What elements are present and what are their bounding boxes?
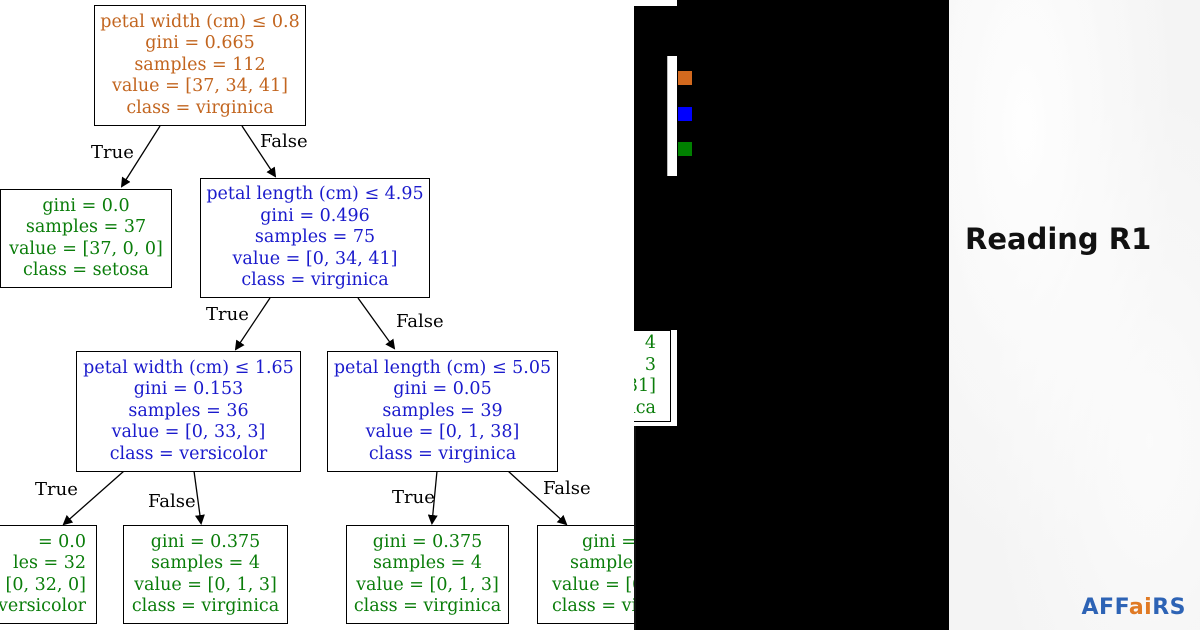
node-class: class = versicolor xyxy=(109,443,268,464)
logo-part-1: AFF xyxy=(1081,595,1129,620)
node-value: value = [0, 1, 38] xyxy=(365,422,520,443)
legend-swatch-blue xyxy=(678,107,692,121)
overlay-top-strip xyxy=(634,0,677,6)
tree-leaf-virginica-a: gini = 0.375 samples = 4 value = [0, 1, … xyxy=(123,525,288,624)
title-panel: Reading R1 AFFaiRS xyxy=(949,0,1200,630)
root-class: class = virginica xyxy=(126,97,274,118)
edge-root-false xyxy=(241,125,277,178)
fragment-line: 31] xyxy=(634,376,656,396)
leaf-samples: samples = 4 xyxy=(150,553,261,573)
edge-505-false xyxy=(507,470,568,526)
edge-label-505-false: False xyxy=(543,478,591,499)
tree-node-petal-length-5-05: petal length (cm) ≤ 5.05 gini = 0.05 sam… xyxy=(327,351,558,472)
logo-part-3: RS xyxy=(1152,595,1186,620)
leaf-value: [0, 32, 0] xyxy=(5,574,86,595)
tree-node-petal-length-4-95: petal length (cm) ≤ 4.95 gini = 0.496 sa… xyxy=(200,178,430,298)
leaf-value: value = [0, 1, 3] xyxy=(356,574,499,595)
edge-165-false xyxy=(193,470,205,525)
root-samples: samples = 112 xyxy=(134,54,266,75)
leaf-gini: gini = 0.375 xyxy=(150,531,261,552)
edge-label-root-true: True xyxy=(91,142,134,163)
edge-root-true xyxy=(120,125,161,188)
node-samples: samples = 36 xyxy=(128,400,249,421)
edge-505-true xyxy=(427,470,438,525)
overlay-divider xyxy=(634,426,636,630)
legend-swatch-green xyxy=(678,142,692,156)
tree-node-root: petal width (cm) ≤ 0.8 gini = 0.665 samp… xyxy=(94,5,306,126)
fragment-node-box: 4 3 31] ica xyxy=(634,330,671,422)
fragment-line: 3 xyxy=(644,354,656,375)
node-class: class = virginica xyxy=(241,270,389,291)
leaf-gini: gini = 0.0 xyxy=(42,195,130,216)
decision-tree-panel: petal width (cm) ≤ 0.8 gini = 0.665 samp… xyxy=(0,5,634,624)
leaf-gini: gini = xyxy=(582,531,634,552)
root-split-label: petal width (cm) ≤ 0.8 xyxy=(100,11,300,32)
node-value: value = [0, 34, 41] xyxy=(232,248,398,269)
tree-leaf-setosa: gini = 0.0 samples = 37 value = [37, 0, … xyxy=(0,189,172,288)
tree-leaf-versicolor: = 0.0 les = 32 [0, 32, 0] versicolor xyxy=(0,525,97,624)
logo-part-2: ai xyxy=(1128,595,1153,620)
fragment-line: 4 xyxy=(644,333,656,353)
edge-label-root-false: False xyxy=(260,131,308,152)
leaf-value: value = [0, 1, 3] xyxy=(134,574,277,595)
affairs-logo: AFFaiRS xyxy=(1082,595,1186,620)
leaf-gini: = 0.0 xyxy=(37,531,86,552)
leaf-class: class = virginica xyxy=(131,596,280,616)
edge-495-false xyxy=(357,297,396,350)
leaf-value: value = [37, 0, 0] xyxy=(9,238,163,259)
node-gini: gini = 0.05 xyxy=(393,379,492,400)
leaf-class: class = setosa xyxy=(23,260,149,280)
leaf-class: versicolor xyxy=(0,596,86,616)
black-panel: 4 3 31] ica xyxy=(634,0,949,630)
leaf-class: class = vi xyxy=(552,596,634,616)
overlay-node-fragment: 4 3 31] ica xyxy=(634,330,677,426)
root-gini: gini = 0.665 xyxy=(145,33,255,54)
edge-label-495-true: True xyxy=(206,304,249,325)
node-value: value = [0, 33, 3] xyxy=(111,422,266,443)
node-split-label: petal length (cm) ≤ 4.95 xyxy=(206,184,424,205)
node-split-label: petal width (cm) ≤ 1.65 xyxy=(83,357,294,378)
leaf-samples: samples = 4 xyxy=(372,553,483,573)
edge-label-505-true: True xyxy=(392,487,435,508)
tree-node-petal-width-1-65: petal width (cm) ≤ 1.65 gini = 0.153 sam… xyxy=(76,351,301,472)
node-gini: gini = 0.153 xyxy=(133,379,244,400)
legend-swatch-orange xyxy=(678,71,692,85)
leaf-samples: les = 32 xyxy=(13,553,86,573)
node-samples: samples = 39 xyxy=(382,400,503,421)
fragment-line: ica xyxy=(634,397,656,418)
tree-leaf-virginica-c: gini = samples value = [0 class = vi xyxy=(537,525,634,624)
leaf-samples: samples = 37 xyxy=(25,217,147,237)
tree-leaf-virginica-b: gini = 0.375 samples = 4 value = [0, 1, … xyxy=(346,525,509,624)
edge-label-165-true: True xyxy=(35,479,78,500)
leaf-class: class = virginica xyxy=(353,596,502,616)
node-samples: samples = 75 xyxy=(254,227,376,248)
background-decor xyxy=(949,0,1200,630)
leaf-value: value = [0 xyxy=(552,574,634,595)
node-gini: gini = 0.496 xyxy=(260,205,370,226)
tree-edges xyxy=(62,125,568,526)
leaf-samples: samples xyxy=(570,553,634,573)
reading-title: Reading R1 xyxy=(965,222,1152,256)
node-split-label: petal length (cm) ≤ 5.05 xyxy=(333,357,552,378)
edge-165-true xyxy=(62,470,125,526)
edge-label-495-false: False xyxy=(396,311,444,332)
edge-label-165-false: False xyxy=(148,491,196,512)
edge-495-true xyxy=(234,297,271,351)
leaf-gini: gini = 0.375 xyxy=(372,531,483,552)
root-value: value = [37, 34, 41] xyxy=(111,76,289,97)
node-class: class = virginica xyxy=(368,443,517,464)
overlay-legend-strip xyxy=(667,56,677,176)
